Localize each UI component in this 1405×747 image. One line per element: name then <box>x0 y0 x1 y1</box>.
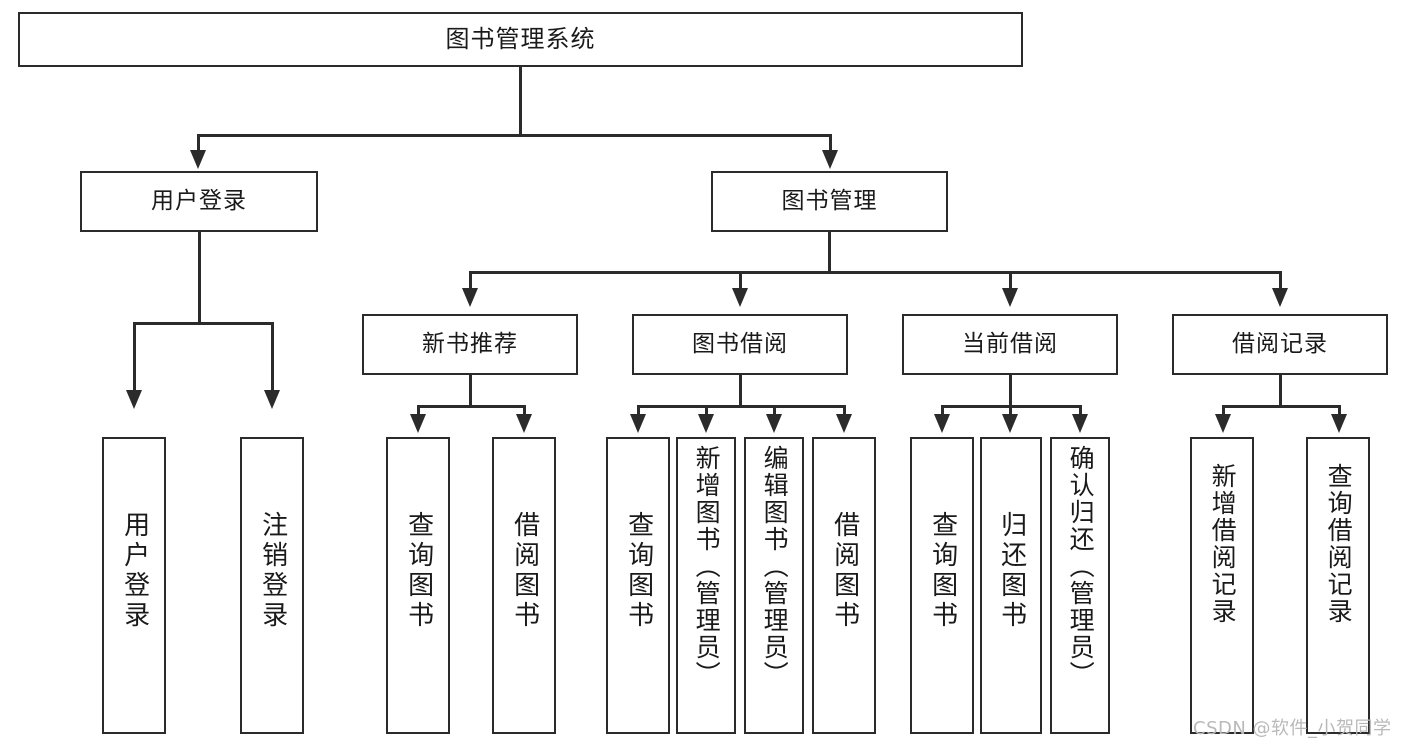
node-leaf-query-book-a-label: 查询图书 <box>403 511 434 631</box>
arrow-book-manage-to-new-book <box>462 288 478 307</box>
edge-borrow-record-stem <box>1279 375 1282 407</box>
node-leaf-add-book-label: 新增图书（管理员） <box>692 445 722 688</box>
node-leaf-query-book-b-label: 查询图书 <box>623 511 654 631</box>
node-leaf-borrow-book-b-label: 借阅图书 <box>829 511 860 631</box>
edge-user-login-stem <box>198 232 201 324</box>
arrow-book-borrow-to-borrow <box>836 414 852 433</box>
edge-current-borrow-to-query <box>941 405 944 419</box>
arrow-user-login-to-leaf1 <box>126 390 142 409</box>
edge-root-to-book-manage <box>829 134 832 154</box>
arrow-root-to-book-manage <box>822 150 838 169</box>
node-leaf-return-book-label: 归还图书 <box>996 511 1027 631</box>
edge-current-borrow-to-confirm <box>1079 405 1082 419</box>
node-leaf-return-book[interactable]: 归还图书 <box>980 437 1042 734</box>
node-book-borrow-label: 图书借阅 <box>692 331 788 358</box>
edge-book-borrow-to-add <box>705 405 708 419</box>
arrow-book-borrow-to-add <box>698 414 714 433</box>
arrow-book-borrow-to-query <box>630 414 646 433</box>
arrow-borrow-record-to-add <box>1215 414 1231 433</box>
node-book-manage[interactable]: 图书管理 <box>711 171 948 232</box>
arrow-root-to-user-login <box>190 150 206 169</box>
node-leaf-add-book[interactable]: 新增图书（管理员） <box>676 437 736 734</box>
node-book-borrow[interactable]: 图书借阅 <box>632 314 848 375</box>
edge-book-manage-bus <box>469 271 1281 274</box>
edge-new-book-bus <box>417 405 525 408</box>
arrow-current-borrow-to-confirm <box>1072 414 1088 433</box>
node-leaf-query-book-a[interactable]: 查询图书 <box>386 437 450 734</box>
edge-root-to-user-login <box>197 134 200 154</box>
arrow-book-manage-to-borrow-record <box>1272 288 1288 307</box>
node-leaf-user-logout-label: 注销登录 <box>257 511 288 631</box>
edge-current-borrow-to-return <box>1009 405 1012 419</box>
edge-book-manage-to-borrow-record <box>1279 271 1282 291</box>
edge-user-login-to-leaf2 <box>271 322 274 394</box>
edge-root-stem <box>519 67 522 136</box>
node-leaf-user-login-label: 用户登录 <box>119 511 150 631</box>
edge-book-manage-to-new-book <box>469 271 472 291</box>
node-current-borrow[interactable]: 当前借阅 <box>902 314 1118 375</box>
node-leaf-user-logout[interactable]: 注销登录 <box>240 437 304 734</box>
edge-book-manage-stem <box>828 232 831 273</box>
edge-book-manage-to-book-borrow <box>739 271 742 291</box>
arrow-borrow-record-to-query <box>1331 414 1347 433</box>
edge-current-borrow-stem <box>1009 375 1012 407</box>
edge-root-bus <box>197 134 832 137</box>
node-leaf-edit-book-label: 编辑图书（管理员） <box>760 445 790 688</box>
node-leaf-query-book-c[interactable]: 查询图书 <box>910 437 974 734</box>
edge-borrow-record-bus <box>1222 405 1340 408</box>
node-root-system-label: 图书管理系统 <box>445 24 596 53</box>
arrow-current-borrow-to-query <box>934 414 950 433</box>
node-leaf-borrow-book-a-label: 借阅图书 <box>509 511 540 631</box>
node-new-book-recommend[interactable]: 新书推荐 <box>362 314 578 375</box>
edge-book-borrow-stem <box>739 375 742 407</box>
edge-borrow-record-to-add <box>1222 405 1225 419</box>
arrow-new-book-to-query <box>410 414 426 433</box>
node-leaf-borrow-book-b[interactable]: 借阅图书 <box>812 437 876 734</box>
node-leaf-borrow-book-a[interactable]: 借阅图书 <box>492 437 556 734</box>
edge-user-login-bus <box>133 322 273 325</box>
edge-new-book-stem <box>469 375 472 407</box>
arrow-new-book-to-borrow <box>516 414 532 433</box>
edge-book-borrow-bus <box>637 405 845 408</box>
node-leaf-query-record-label: 查询借阅记录 <box>1324 463 1354 625</box>
node-leaf-query-record[interactable]: 查询借阅记录 <box>1306 437 1370 734</box>
node-leaf-confirm-return[interactable]: 确认归还（管理员） <box>1050 437 1110 734</box>
edge-book-borrow-to-query <box>637 405 640 419</box>
node-book-manage-label: 图书管理 <box>781 188 878 215</box>
arrow-current-borrow-to-return <box>1002 414 1018 433</box>
edge-borrow-record-to-query <box>1338 405 1341 419</box>
arrow-book-manage-to-book-borrow <box>732 288 748 307</box>
edge-book-manage-to-current-borrow <box>1009 271 1012 291</box>
edge-new-book-to-query <box>417 405 420 419</box>
arrow-book-borrow-to-edit <box>766 414 782 433</box>
node-new-book-recommend-label: 新书推荐 <box>422 331 518 358</box>
node-root-system[interactable]: 图书管理系统 <box>18 12 1023 67</box>
node-user-login-label: 用户登录 <box>151 188 247 215</box>
edge-book-borrow-to-borrow <box>843 405 846 419</box>
edge-book-borrow-to-edit <box>773 405 776 419</box>
edge-user-login-to-leaf1 <box>133 322 136 394</box>
arrow-user-login-to-leaf2 <box>264 390 280 409</box>
node-leaf-confirm-return-label: 确认归还（管理员） <box>1066 445 1096 688</box>
edge-new-book-to-borrow <box>523 405 526 419</box>
node-leaf-add-record[interactable]: 新增借阅记录 <box>1190 437 1254 734</box>
node-leaf-edit-book[interactable]: 编辑图书（管理员） <box>744 437 804 734</box>
node-leaf-add-record-label: 新增借阅记录 <box>1208 463 1238 625</box>
node-leaf-query-book-b[interactable]: 查询图书 <box>606 437 670 734</box>
node-leaf-query-book-c-label: 查询图书 <box>927 511 958 631</box>
node-current-borrow-label: 当前借阅 <box>962 331 1058 358</box>
node-borrow-record-label: 借阅记录 <box>1232 331 1328 358</box>
node-user-login[interactable]: 用户登录 <box>80 171 318 232</box>
arrow-book-manage-to-current-borrow <box>1002 288 1018 307</box>
node-leaf-user-login[interactable]: 用户登录 <box>102 437 166 734</box>
node-borrow-record[interactable]: 借阅记录 <box>1172 314 1388 375</box>
